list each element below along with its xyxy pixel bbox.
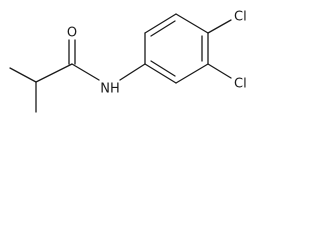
bond-methyl-top (9, 67, 37, 83)
atom-label-oxygen: O (67, 26, 77, 41)
ring-bond (144, 13, 177, 34)
atom-label-chlorine-para: Cl (234, 10, 247, 25)
ring-bond (175, 63, 209, 84)
ring-bond (175, 13, 209, 34)
benzene-ring (144, 13, 209, 84)
bond-ring-cl-meta (207, 63, 232, 79)
atom-label-nitrogen: NH (100, 82, 120, 97)
bond-carbonyl-nitrogen (71, 63, 100, 81)
bond-nitrogen-ring (119, 63, 146, 81)
bond-ch-carbonyl (35, 63, 73, 83)
ring-inner-double-bond (150, 20, 176, 37)
bond-ring-cl-para (207, 19, 232, 34)
atom-label-chlorine-meta: Cl (234, 77, 247, 92)
ring-bond (144, 63, 177, 84)
ring-inner-double-bond (150, 60, 176, 77)
chemical-structure: O NH Cl Cl (9, 10, 247, 113)
